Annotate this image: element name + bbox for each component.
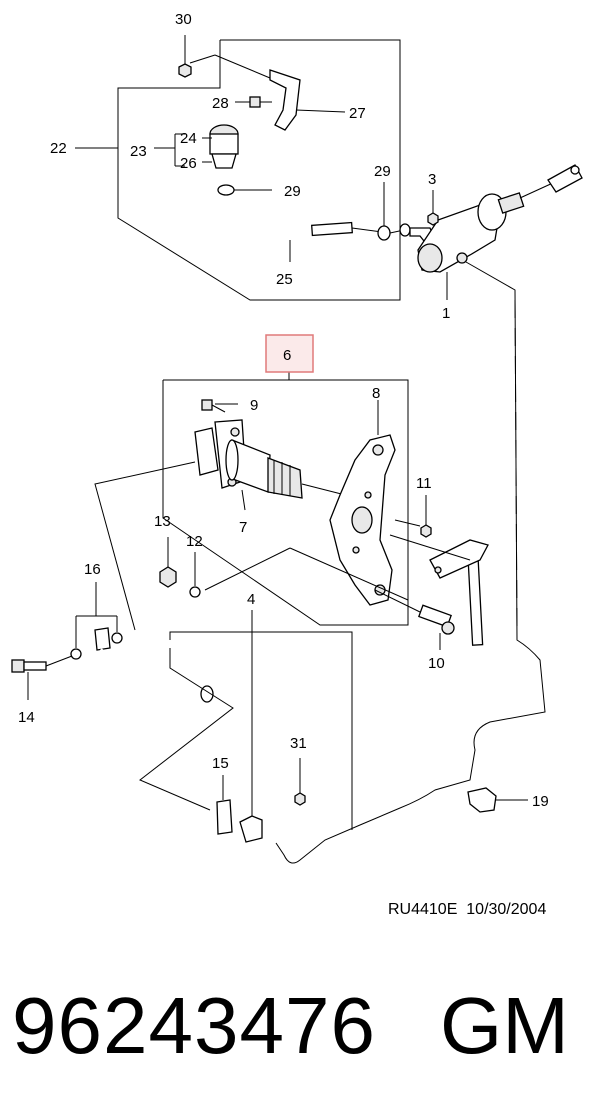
callout-29-upper: 29 <box>284 183 301 200</box>
callout-1: 1 <box>442 305 450 322</box>
nut-30 <box>178 35 192 78</box>
clutch-slave-cylinder <box>194 419 366 511</box>
callout-10: 10 <box>428 655 445 672</box>
pipe-clip-15 <box>216 775 233 835</box>
callout-12: 12 <box>186 533 203 550</box>
nut-3 <box>427 190 439 226</box>
banjo-bolt-14 <box>11 655 73 700</box>
callout-23: 23 <box>130 143 147 160</box>
callout-24: 24 <box>180 130 197 147</box>
callout-28: 28 <box>212 95 229 112</box>
callout-7: 7 <box>239 519 247 536</box>
callout-27: 27 <box>349 105 366 122</box>
pipe-bracket-4 <box>239 610 263 843</box>
brand-name: GM <box>440 981 569 1070</box>
callout-3: 3 <box>428 171 436 188</box>
callout-22: 22 <box>50 140 67 157</box>
hydraulic-pipe <box>275 261 546 864</box>
callout-6: 6 <box>283 347 291 364</box>
clutch-release-fork-plate <box>329 400 396 606</box>
callout-8: 8 <box>372 385 380 402</box>
callout-14: 14 <box>18 709 35 726</box>
hose-clamp-29-upper <box>217 184 272 196</box>
washer-12 <box>189 547 409 601</box>
flexible-clutch-hose <box>70 582 214 703</box>
callout-19: 19 <box>532 793 549 810</box>
drawing-reference: RU4410E 10/30/2004 <box>388 901 546 918</box>
reservoir-bracket <box>189 54 346 131</box>
callout-29-lower: 29 <box>374 163 391 180</box>
bolt-10 <box>374 589 455 650</box>
callout-9: 9 <box>250 397 258 414</box>
fluid-reservoir <box>202 124 239 169</box>
callout-30: 30 <box>175 11 192 28</box>
callout-4: 4 <box>247 591 255 608</box>
callout-16: 16 <box>84 561 101 578</box>
nut-11 <box>420 495 432 538</box>
reservoir-group-outline <box>75 39 401 301</box>
pipe-clip-group-outline <box>139 631 353 830</box>
callout-31: 31 <box>290 735 307 752</box>
slave-cylinder-group-outline <box>162 372 409 626</box>
callout-13: 13 <box>154 513 171 530</box>
bolt-28 <box>235 96 272 108</box>
callout-25: 25 <box>276 271 293 288</box>
part-number: 96243476 <box>12 981 376 1070</box>
release-rod <box>389 519 489 646</box>
nut-31 <box>294 758 306 806</box>
slave-to-hose-guide <box>94 461 196 631</box>
callout-6-highlight <box>265 334 314 373</box>
nut-13 <box>159 537 177 588</box>
bolt-9 <box>201 399 238 413</box>
pipe-clip-19 <box>467 787 528 813</box>
reservoir-hose <box>220 196 383 262</box>
callout-26: 26 <box>180 155 197 172</box>
callout-11: 11 <box>416 475 432 492</box>
callout-15: 15 <box>212 755 229 772</box>
hose-clamp-29-lower <box>377 182 405 241</box>
